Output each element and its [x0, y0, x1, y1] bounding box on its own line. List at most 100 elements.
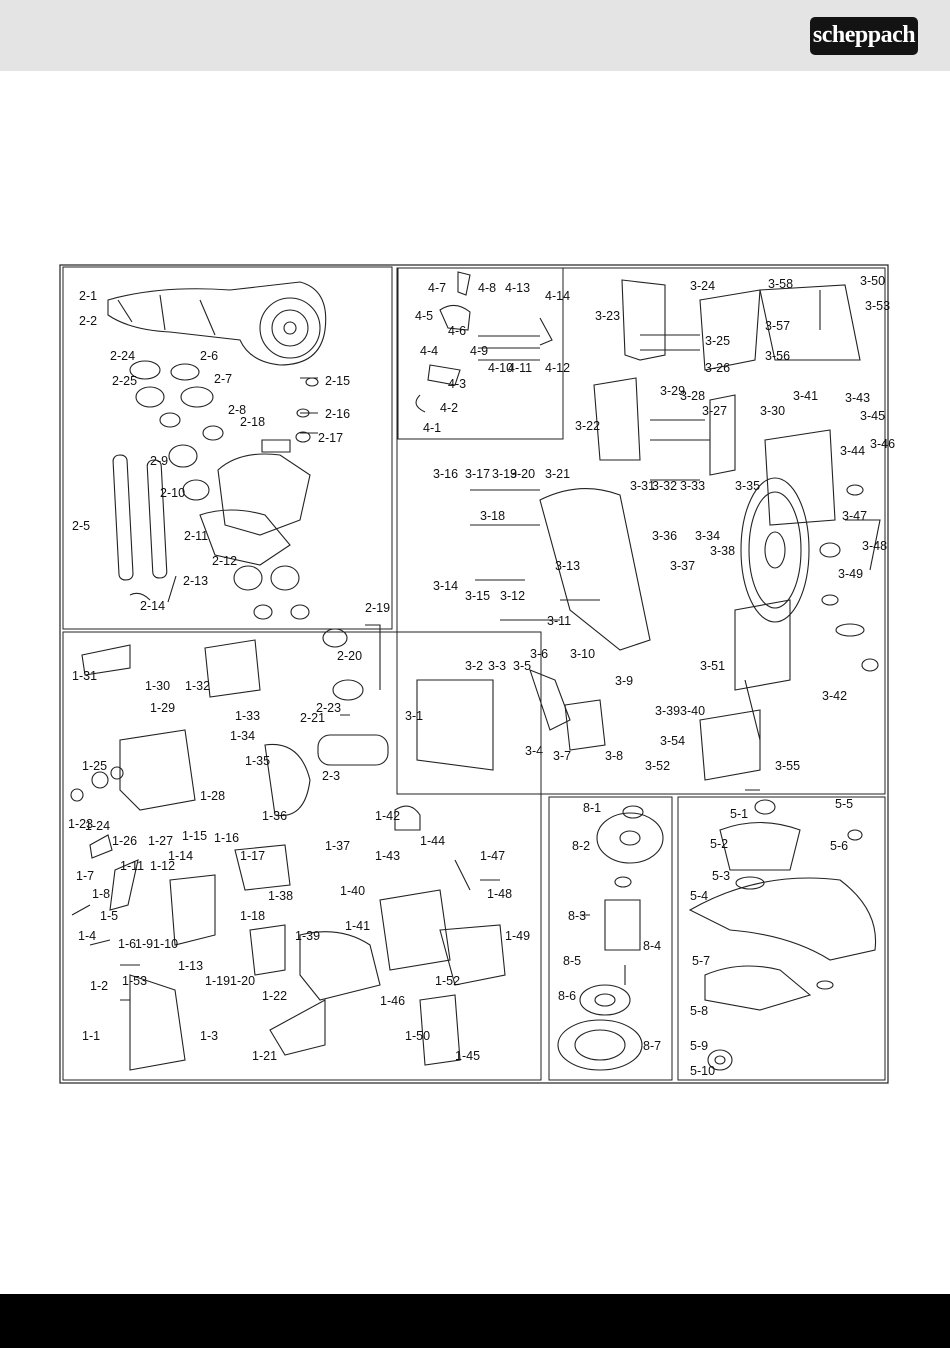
label: 1-16 [214, 831, 239, 845]
label: 3-27 [702, 404, 727, 418]
label: 1-25 [82, 759, 107, 773]
label: 1-53 [122, 974, 147, 988]
label: 3-47 [842, 509, 867, 523]
label: 4-14 [545, 289, 570, 303]
label: 2-11 [184, 529, 208, 543]
label: 1-33 [235, 709, 260, 723]
panel-blade-guard [677, 796, 886, 1081]
label: 3-26 [705, 361, 730, 375]
label: 4-3 [448, 377, 466, 391]
label: 2-17 [318, 431, 343, 445]
label: 1-36 [262, 809, 287, 823]
label: 1-6 [118, 937, 136, 951]
label: 1-44 [420, 834, 445, 848]
label: 1-24 [85, 819, 110, 833]
label: 3-30 [760, 404, 785, 418]
label: 3-31 [630, 479, 655, 493]
label: 8-3 [568, 909, 586, 923]
label: 3-13 [555, 559, 580, 573]
label: 1-8 [92, 887, 110, 901]
label: 3-7 [553, 749, 571, 763]
label: 3-46 [870, 437, 895, 451]
label: 5-3 [712, 869, 730, 883]
label: 3-37 [670, 559, 695, 573]
label: 2-9 [150, 454, 168, 468]
label: 5-9 [690, 1039, 708, 1053]
label: 3-14 [433, 579, 458, 593]
label: 8-4 [643, 939, 661, 953]
label: 4-4 [420, 344, 438, 358]
label: 3-38 [710, 544, 735, 558]
page-header: scheppach [0, 0, 950, 71]
label: 3-6 [530, 647, 548, 661]
label: 1-2 [90, 979, 108, 993]
label: 5-7 [692, 954, 710, 968]
spindle-drawing [557, 805, 664, 1071]
label: 1-3 [200, 1029, 218, 1043]
label: 3-18 [480, 509, 505, 523]
handle-drawing [415, 271, 553, 413]
label: 1-48 [487, 887, 512, 901]
label: 1-13 [178, 959, 203, 973]
label: 3-25 [705, 334, 730, 348]
label: 5-5 [835, 797, 853, 811]
diagram-frame [59, 264, 889, 1084]
label: 1-49 [505, 929, 530, 943]
label: 3-48 [862, 539, 887, 553]
label: 1-52 [435, 974, 460, 988]
label: 1-38 [268, 889, 293, 903]
label: 2-8 [228, 403, 246, 417]
label: 3-9 [615, 674, 633, 688]
label: 3-41 [793, 389, 818, 403]
label: 3-55 [775, 759, 800, 773]
label: 3-42 [822, 689, 847, 703]
label: 2-20 [337, 649, 362, 663]
label: 4-6 [448, 324, 466, 338]
label: 3-29 [660, 384, 685, 398]
label: 1-28 [200, 789, 225, 803]
label: 2-10 [160, 486, 185, 500]
label: 2-1 [79, 289, 97, 303]
label: 2-25 [112, 374, 137, 388]
panel-motor-head [62, 631, 542, 1081]
label: 3-34 [695, 529, 720, 543]
label: 1-41 [345, 919, 370, 933]
label: 3-5 [513, 659, 531, 673]
label: 1-9 [135, 937, 153, 951]
label: 1-46 [380, 994, 405, 1008]
panel-base-table [396, 267, 886, 795]
label: 2-18 [240, 415, 265, 429]
label: 1-22 [262, 989, 287, 1003]
label: 3-4 [525, 744, 543, 758]
label: 4-2 [440, 401, 458, 415]
label: 8-2 [572, 839, 590, 853]
label: 3-28 [680, 389, 705, 403]
label: 1-19 [205, 974, 230, 988]
label: 3-24 [690, 279, 715, 293]
label: 8-1 [583, 801, 601, 815]
label: 3-54 [660, 734, 685, 748]
label: 3-23 [595, 309, 620, 323]
label: 3-1 [405, 709, 423, 723]
label: 3-58 [768, 277, 793, 291]
label: 3-11 [547, 614, 571, 628]
label: 1-12 [150, 859, 175, 873]
label: 3-51 [700, 659, 725, 673]
label: 3-40 [680, 704, 705, 718]
label: 4-7 [428, 281, 446, 295]
label: 3-39 [655, 704, 680, 718]
label: 3-36 [652, 529, 677, 543]
label: 3-43 [845, 391, 870, 405]
label: 3-20 [510, 467, 535, 481]
label: 2-14 [140, 599, 165, 613]
label: 1-4 [78, 929, 96, 943]
label: 2-23 [316, 701, 341, 715]
label: 3-45 [860, 409, 885, 423]
label: 1-7 [76, 869, 94, 883]
label: 3-2 [465, 659, 483, 673]
label: 3-50 [860, 274, 885, 288]
motor-arm-drawing [107, 281, 389, 766]
label: 3-15 [465, 589, 490, 603]
label: 2-24 [110, 349, 135, 363]
